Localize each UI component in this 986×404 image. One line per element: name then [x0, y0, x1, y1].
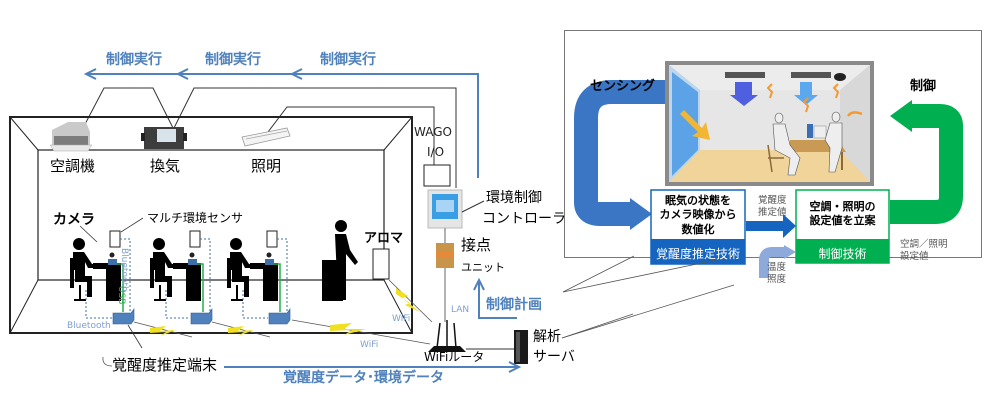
contact-unit-label-2: ユニット: [461, 261, 505, 274]
control-exec-arrows: [83, 68, 479, 178]
light-fixture-icon: [241, 127, 291, 147]
wifi-label-1: WiFi: [392, 314, 411, 324]
control-tech-label: 制御技術: [818, 247, 867, 261]
estimate-value-label: 覚醒度 推定値: [758, 195, 787, 219]
control-text-line: 設定値を立案: [809, 214, 876, 228]
seated-worker-icon: [70, 238, 121, 301]
control-exec-label-2: 制御実行: [205, 52, 261, 68]
device-wiring: [82, 87, 457, 188]
control-text-line: 空調・照明の: [809, 200, 876, 213]
controller-label-1: 環境制御: [486, 190, 542, 206]
control-box-body: 空調・照明の 設定値を立案: [796, 200, 889, 229]
contact-unit-icon: [436, 243, 454, 268]
aroma-diffuser-box: [372, 248, 390, 280]
wifi-label-2: WiFi: [360, 340, 379, 350]
input-line: 照度: [767, 273, 787, 285]
output-line: 空調／照明: [900, 239, 948, 250]
control-plan-arrow: [473, 277, 517, 319]
wago-io-box: [423, 164, 451, 187]
control-exec-label-3: 制御実行: [320, 52, 376, 68]
usb-label: USB: [116, 286, 126, 305]
io-label: I/O: [427, 145, 445, 159]
estimation-box-body: 眠気の状態を カメラ映像から 数値化: [651, 194, 745, 237]
estimation-text-line: 眠気の状態を: [665, 194, 731, 207]
seated-worker-icon: [227, 238, 278, 301]
wifi-router-icon: [428, 320, 466, 352]
seated-worker-icon: [150, 238, 201, 301]
terminal-connections: [85, 238, 288, 319]
multi-sensor-icons: [109, 230, 278, 248]
env-input-label: 温度 照度: [767, 262, 786, 286]
standing-person-icon: [322, 220, 358, 301]
multi-sensor-label: マルチ環境センサ: [147, 211, 244, 225]
estimation-text-line: カメラ映像から: [659, 208, 737, 222]
output-line: 設定値: [900, 250, 929, 262]
ventilation-label: 換気: [150, 157, 181, 175]
bluetooth-label: Bluetooth: [67, 321, 111, 331]
output-setting-label: 空調／照明 設定値: [900, 239, 948, 263]
arrowhead-icon: [83, 68, 97, 80]
sensing-label: センシング: [590, 79, 656, 94]
system-overview-panel: [564, 30, 982, 258]
arrowhead-icon: [175, 68, 189, 80]
estimation-text-line: 数値化: [681, 222, 715, 236]
lighting-label: 照明: [251, 157, 282, 175]
control-label: 制御: [910, 79, 937, 94]
wago-label: WAGO: [414, 125, 452, 139]
camera-icons: [108, 252, 274, 265]
data-flow-arrow: [224, 361, 522, 373]
aircon-label: 空調機: [50, 157, 96, 175]
estimation-tech-label: 覚醒度推定技術: [655, 247, 740, 261]
alertness-terminals: [112, 308, 291, 325]
estimate-line: 推定値: [758, 206, 787, 218]
alertness-terminal-label: 覚醒度推定端末: [112, 356, 218, 374]
data-flow-label: 覚醒度データ･環境データ: [283, 370, 444, 386]
room-outline: [9, 116, 413, 334]
contact-unit-label-1: 接点: [461, 236, 492, 254]
control-plan-label: 制御計画: [486, 297, 542, 313]
aroma-label: アロマ: [364, 231, 404, 246]
server-label-2: サーバ: [533, 349, 575, 365]
wifi-router-label: WiFiルータ: [424, 350, 485, 364]
wifi-signal-links: [133, 279, 433, 345]
controller-monitor-icon: [427, 189, 485, 229]
control-exec-label-1: 制御実行: [106, 52, 162, 68]
input-line: 温度: [767, 262, 787, 273]
camera-label: カメラ: [53, 212, 95, 228]
arrowhead-icon: [289, 68, 303, 80]
workers-group: [70, 220, 358, 301]
aircon-icon: [49, 122, 93, 152]
controller-label-2: コントローラ: [482, 211, 566, 227]
estimate-line: 覚醒度: [758, 195, 787, 206]
server-label-1: 解析: [533, 329, 561, 345]
ventilation-icon: [141, 127, 187, 149]
analysis-server-icon: [514, 330, 528, 364]
lan-label: LAN: [451, 305, 470, 315]
